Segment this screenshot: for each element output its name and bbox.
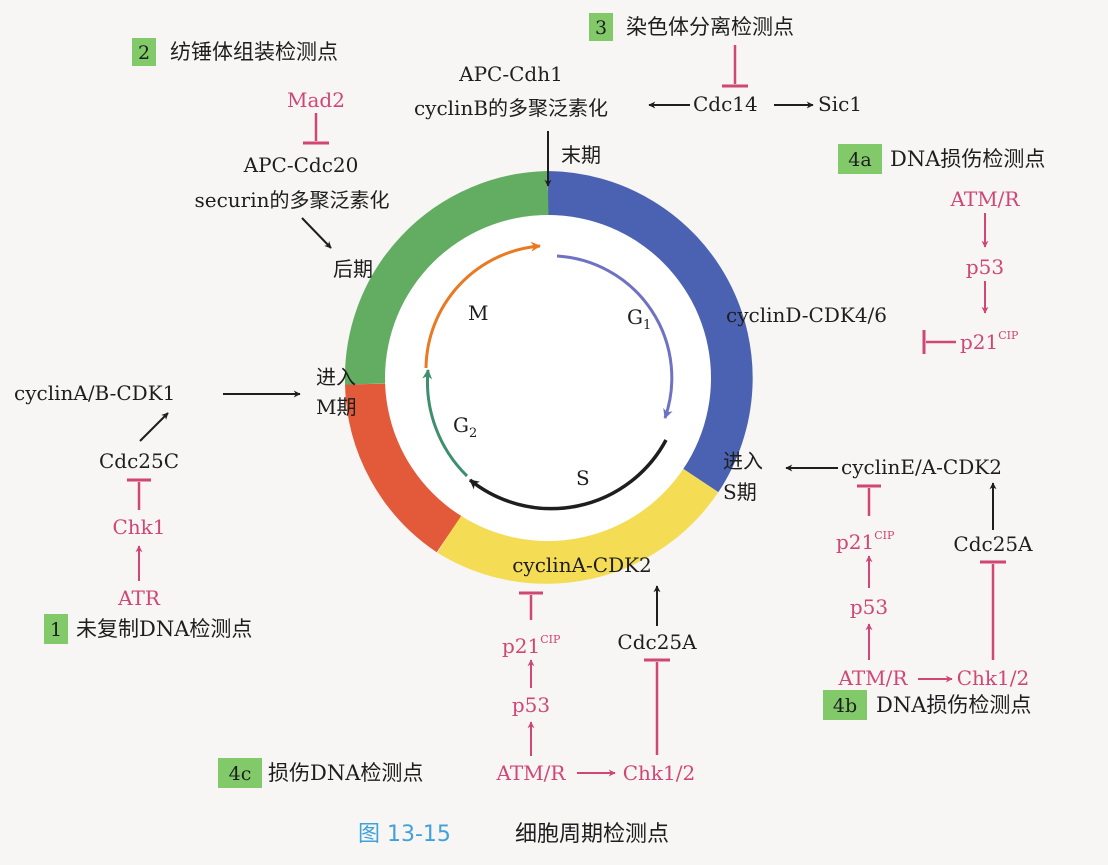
ring-segment-g2	[345, 383, 462, 553]
cdc25a-4b-label: Cdc25A	[953, 532, 1033, 556]
cdc25a-4c-label: Cdc25A	[617, 630, 697, 654]
checkpoint-2-badge	[132, 38, 156, 66]
atm-r-4a-label: ATM/R	[950, 187, 1021, 211]
securin-ubiquitination-label: securin的多聚泛素化	[194, 188, 389, 212]
cdc25c-to-cyclinab-arrow	[139, 412, 169, 442]
anaphase-label: 后期	[333, 257, 373, 281]
apc-cdh1-label: APC-Cdh1	[458, 62, 563, 86]
p53-4c-label: p53	[512, 693, 550, 717]
mad2-label: Mad2	[287, 88, 345, 112]
checkpoint-1-label: 未复制DNA检测点	[76, 617, 252, 641]
phase-label-g2: G2	[453, 413, 477, 441]
checkpoint-4b-label: DNA损伤检测点	[876, 693, 1031, 717]
cycline-a-cdk2-label: cyclinE/A-CDK2	[841, 455, 1002, 479]
enter-m-line1: 进入	[316, 365, 356, 389]
cyclinb-ubiquitination-label: cyclinB的多聚泛素化	[414, 96, 608, 120]
p21-4c-label: p21CIP	[502, 633, 561, 658]
checkpoint-4b-badge	[823, 690, 867, 720]
checkpoint-3-label: 染色体分离检测点	[626, 15, 794, 39]
checkpoint-4c-number: 4c	[229, 763, 252, 785]
checkpoint-2-number: 2	[138, 42, 150, 64]
phase-label-g1: G1	[627, 305, 651, 333]
checkpoint-4c-badge	[218, 758, 262, 788]
g1-arc-arrow	[556, 254, 674, 419]
ring-segment-g1	[547, 171, 753, 493]
enter-s-line1: 进入	[723, 449, 763, 473]
ring-segment-m	[344, 171, 549, 385]
checkpoint-4a-label: DNA损伤检测点	[890, 147, 1045, 171]
chk12-4c-label: Chk1/2	[623, 761, 696, 785]
p21-4b-label: p21CIP	[836, 529, 895, 554]
checkpoint-4a-number: 4a	[848, 149, 871, 171]
cyclinab-cdk1-label: cyclinA/B-CDK1	[14, 381, 175, 405]
enter-m-line2: M期	[316, 395, 356, 419]
p53-4b-label: p53	[850, 595, 888, 619]
checkpoint-3-badge	[589, 13, 613, 41]
chk12-4b-label: Chk1/2	[957, 666, 1030, 690]
to-anaphase-arrow	[301, 217, 332, 249]
ring-segment-s	[437, 467, 719, 584]
apc-cdc20-label: APC-Cdc20	[243, 153, 359, 177]
figure-caption-title: 细胞周期检测点	[515, 822, 669, 847]
p53-4a-label: p53	[966, 255, 1004, 279]
figure-caption-number: 图 13-15	[358, 822, 451, 847]
chk1-label: Chk1	[112, 515, 165, 539]
checkpoint-4c-label: 损伤DNA检测点	[268, 761, 423, 785]
checkpoint-2-label: 纺锤体组装检测点	[170, 40, 338, 64]
checkpoint-4b-number: 4b	[833, 695, 857, 717]
sic1-label: Sic1	[818, 92, 862, 116]
atm-r-4c-label: ATM/R	[496, 761, 567, 785]
checkpoint-4a-badge	[838, 144, 882, 174]
checkpoint-1-number: 1	[50, 619, 62, 641]
checkpoint-3-number: 3	[595, 17, 607, 39]
atr-label: ATR	[117, 586, 161, 610]
cyclind-cdk46-label: cyclinD-CDK4/6	[726, 303, 887, 327]
p21-4a-label: p21CIP	[960, 329, 1019, 354]
phase-arrows	[422, 241, 674, 511]
s-arc-arrow	[468, 439, 668, 511]
cdc25c-label: Cdc25C	[99, 449, 179, 473]
cdc14-label: Cdc14	[693, 92, 758, 116]
atm-r-4b-label: ATM/R	[838, 666, 909, 690]
enter-s-line2: S期	[723, 480, 757, 504]
cyclina-cdk2-label: cyclinA-CDK2	[512, 553, 652, 577]
phase-label-m: M	[468, 301, 488, 325]
ring-inner-field	[385, 215, 711, 541]
telophase-label: 末期	[561, 143, 601, 167]
cell-cycle-ring	[344, 171, 753, 584]
g2-arc-arrow	[422, 369, 469, 478]
checkpoint-1-badge	[44, 614, 68, 644]
phase-label-s: S	[576, 466, 590, 490]
m-arc-arrow	[424, 241, 541, 369]
